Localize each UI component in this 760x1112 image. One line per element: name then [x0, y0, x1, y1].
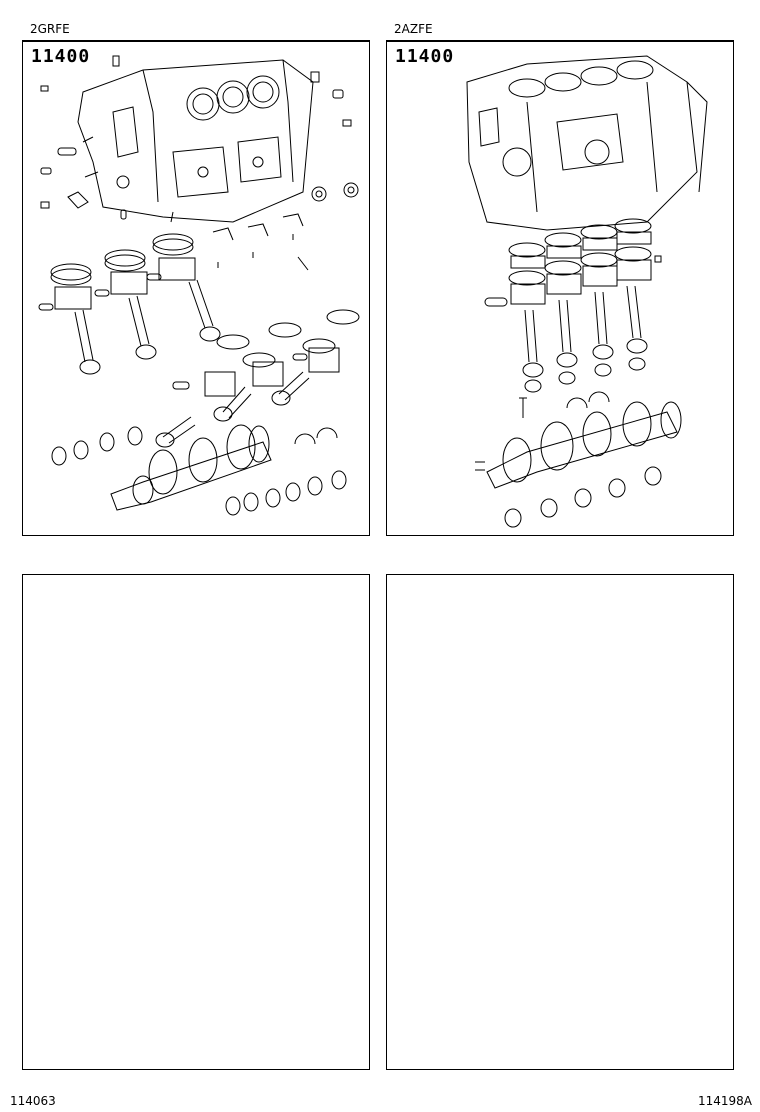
- pistons-row-1: [39, 234, 195, 310]
- footer-ref-right: 114198A: [697, 1094, 752, 1108]
- footer-ref-left: 114063: [10, 1094, 56, 1108]
- engine-label-2grfe: 2GRFE: [30, 22, 70, 36]
- oil-seal-a: [312, 187, 326, 201]
- part-number-2azfe[interactable]: 11400: [395, 46, 455, 67]
- crankshaft-2grfe: [111, 425, 271, 510]
- empty-panel-right: [386, 574, 734, 1070]
- connecting-rods-row-2: [156, 372, 309, 447]
- connecting-rods-row-1: [75, 280, 220, 374]
- bearings-bottom-2azfe: [505, 467, 661, 527]
- connecting-rods-2azfe: [523, 286, 647, 392]
- cylinder-block-2grfe: [78, 60, 313, 222]
- pistons-2azfe: [485, 219, 661, 306]
- bearings-bottom-2grfe: [226, 471, 346, 515]
- oil-jets-2grfe: [213, 214, 308, 270]
- empty-panel-left: [22, 574, 370, 1070]
- dowels-plugs-2grfe: [41, 56, 351, 219]
- part-number-2grfe[interactable]: 11400: [31, 46, 91, 67]
- cylinder-block-2azfe: [467, 56, 707, 230]
- panel-2grfe[interactable]: 11400: [22, 40, 370, 536]
- pistons-row-2: [173, 310, 359, 396]
- bolts-thrust-2azfe: [519, 392, 609, 418]
- panel-2azfe[interactable]: 11400: [386, 40, 734, 536]
- thrust-washers-2grfe: [295, 428, 337, 444]
- i4-block-illustration: [387, 42, 733, 536]
- crankshaft-2azfe: [475, 402, 681, 488]
- engine-label-2azfe: 2AZFE: [394, 22, 433, 36]
- v6-block-illustration: [23, 42, 369, 536]
- bearings-left-2grfe: [52, 427, 142, 465]
- oil-seal-b: [344, 183, 358, 197]
